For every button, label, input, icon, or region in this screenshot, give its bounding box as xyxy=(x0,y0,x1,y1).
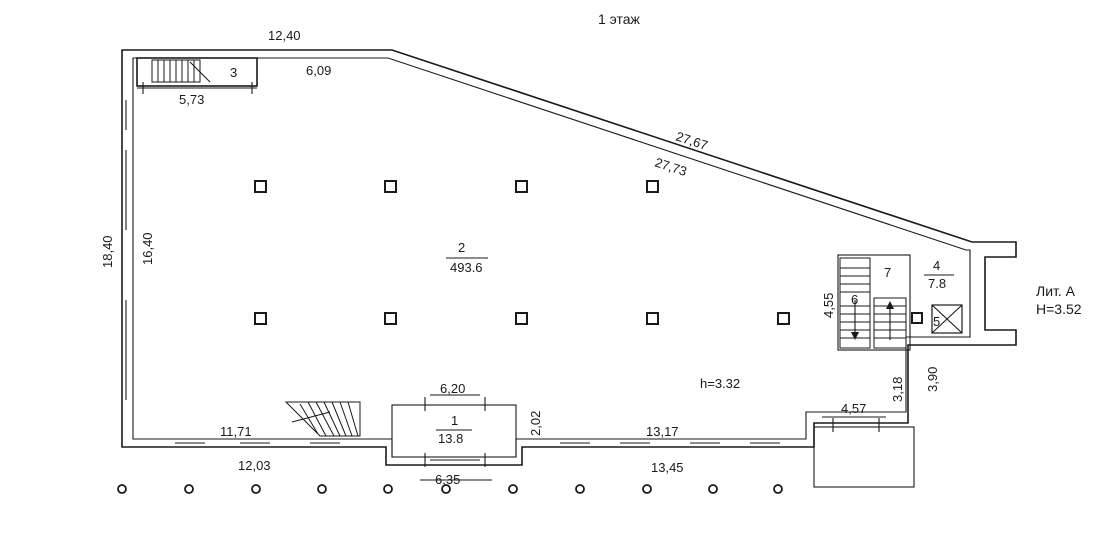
window-marks xyxy=(125,100,780,444)
dim-bottom-right-inner: 13,17 xyxy=(646,424,679,439)
room-7-number: 7 xyxy=(884,265,891,280)
foundation-piles xyxy=(117,484,783,494)
dim-room1-bottom: 6,35 xyxy=(435,472,460,487)
room-6-number: 6 xyxy=(851,292,858,307)
room-2-area: 493.6 xyxy=(450,260,483,275)
interior-columns xyxy=(254,180,790,325)
room-1-area: 13.8 xyxy=(438,431,463,446)
dim-annex-width: 4,57 xyxy=(841,401,866,416)
floor-title: 1 этаж xyxy=(598,11,641,27)
room-5-shaft xyxy=(931,304,963,334)
dimension-lines xyxy=(137,82,886,481)
room-4-number: 4 xyxy=(933,258,940,273)
room-2-number: 2 xyxy=(458,240,465,255)
building-letter: Лит. А xyxy=(1036,283,1076,299)
room-3-number: 3 xyxy=(230,65,237,80)
column-right xyxy=(911,312,923,324)
room-1-number: 1 xyxy=(451,413,458,428)
dim-room1-top: 6,20 xyxy=(440,381,465,396)
dim-right-inner: 3,18 xyxy=(890,377,905,402)
room-1-openings xyxy=(424,397,486,467)
dim-bottom-right-outer: 13,45 xyxy=(651,460,684,475)
dim-room3-width: 5,73 xyxy=(179,92,204,107)
ceiling-height: h=3.32 xyxy=(700,376,740,391)
room-4-area: 7.8 xyxy=(928,276,946,291)
dim-left-outer: 18,40 xyxy=(100,235,115,268)
stair-bottom-left xyxy=(284,401,361,437)
dim-left-inner: 16,40 xyxy=(140,232,155,265)
room-6-7-block xyxy=(837,254,911,351)
room-1-box xyxy=(391,404,517,458)
dim-bottom-left-inner: 11,71 xyxy=(220,424,252,439)
room-5-number: 5 xyxy=(933,314,940,329)
building-height: H=3.52 xyxy=(1036,301,1082,317)
dim-top-outer: 12,40 xyxy=(268,28,301,43)
annex-openings xyxy=(832,418,880,432)
outer-wall xyxy=(121,49,1017,466)
stair-room-3 xyxy=(151,59,211,83)
dim-bottom-left-outer: 12,03 xyxy=(238,458,271,473)
annex xyxy=(813,426,915,488)
stair-room-6 xyxy=(839,257,907,349)
dim-top-inner: 6,09 xyxy=(306,63,331,78)
dim-right-outer: 3,90 xyxy=(925,367,940,392)
dim-room1-side: 2,02 xyxy=(528,411,543,436)
dim-stair-height: 4,55 xyxy=(821,293,836,318)
